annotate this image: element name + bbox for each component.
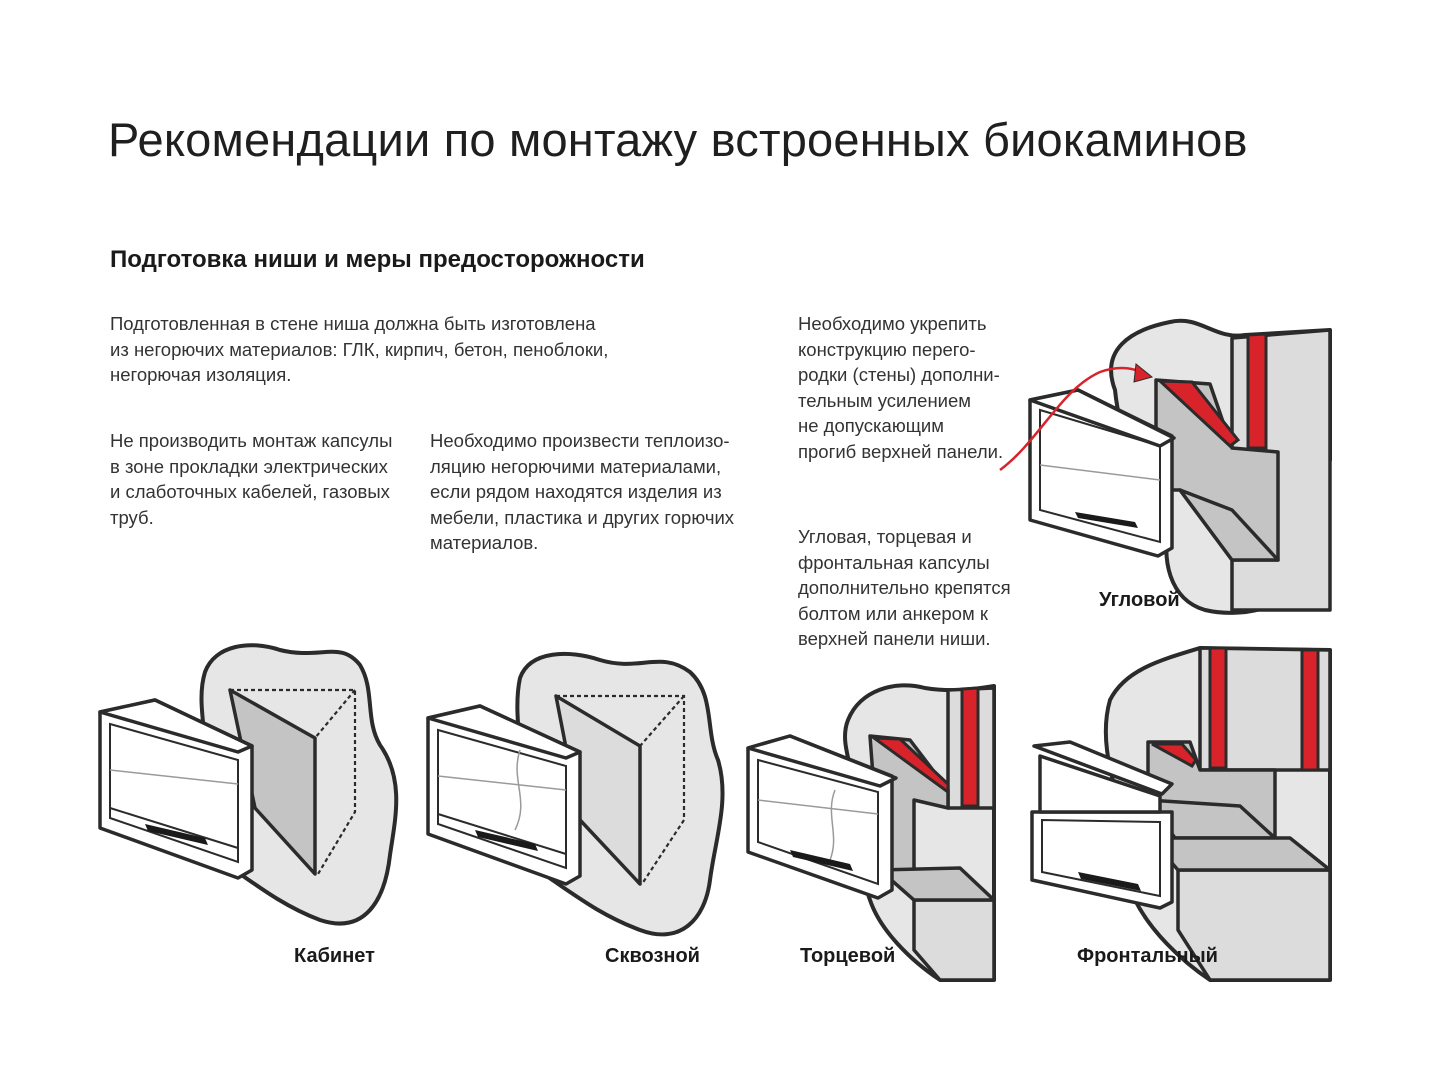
cabinet-illustration [98,643,399,926]
frontal-illustration [1030,646,1332,982]
cabinet-niche-dashed [230,688,357,875]
intro-line: Подготовленная в стене ниша должна быть … [110,313,596,334]
frontal-red-stripe-left [1208,646,1228,770]
cabinet-capsule-glass [109,722,239,864]
frontal-red-stripe-right [1300,648,1320,772]
end-red-top [869,736,950,795]
label-cabinet: Кабинет [294,945,375,967]
insulation-line: мебели, пластика и других горючих [430,506,735,528]
bolt-line: Угловая, торцевая и [798,526,972,547]
bolt-paragraph: Угловая, торцевая и фронтальная капсулы … [798,524,1011,652]
cables-line: в зоне прокладки электрических [110,455,388,477]
through-niche-dashed [556,694,686,885]
insulation-line: если рядом находятся изделия из [430,481,722,502]
end-pillar-top [878,866,996,902]
page-title: Рекомендации по монтажу встроенных биока… [108,113,1248,166]
reinforce-line: не допускающим [798,415,944,436]
label-end: Торцевой [800,945,896,967]
reinforce-paragraph: Необходимо укрепить конструкцию перего- … [798,311,1003,464]
frontal-capsule-glass [1041,818,1161,898]
label-frontal: Фронтальный [1077,945,1218,967]
corner-arrow-head [1133,363,1154,383]
bolt-line: верхней панели ниши. [798,628,991,649]
cables-warning-paragraph: Не производить монтаж капсулы в зоне про… [110,428,392,530]
frontal-capsule-top [1032,740,1174,796]
end-capsule-top [746,734,898,788]
intro-line: из негорючих материалов: ГЛК, кирпич, бе… [110,338,609,360]
through-capsule-top [426,704,582,760]
corner-red-top [1156,379,1241,448]
bolt-line: болтом или анкером к [798,602,988,624]
corner-red-stripe [1246,332,1268,450]
end-illustration [746,683,996,982]
end-capsule-glass [757,758,879,886]
through-illustration [426,651,725,937]
through-capsule-glass [437,728,567,870]
end-red-stripe [960,686,980,808]
corner-arrow-curve [999,366,1149,471]
intro-line: негорючая изоляция. [110,364,292,385]
corner-capsule-top [1028,388,1176,448]
cables-line: труб. [110,506,154,528]
reinforce-line: Необходимо укрепить [798,313,987,334]
insulation-paragraph: Необходимо произвести теплоизо- ляцию не… [430,428,734,556]
corner-capsule-glass [1039,408,1161,544]
label-through: Сквозной [605,945,700,967]
through-burner [475,830,538,851]
reinforce-line: конструкцию перего- [798,338,976,360]
intro-paragraph: Подготовленная в стене ниша должна быть … [110,311,608,388]
corner-niche-floor [1178,488,1280,562]
frontal-burner [1078,872,1141,891]
section-subtitle: Подготовка ниши и меры предосторожности [110,246,645,273]
cabinet-capsule-top [98,698,254,754]
insulation-line: ляцию негорючими материалами, [430,455,722,477]
frontal-red-top [1151,742,1198,768]
cabinet-burner [145,824,208,845]
frontal-wall-side [1198,646,1332,772]
label-corner: Угловой [1099,589,1180,611]
reinforce-line: родки (стены) дополни- [798,364,1000,385]
corner-burner [1075,512,1138,528]
cables-line: и слаботочных кабелей, газовых [110,481,390,502]
insulation-line: материалов. [430,532,539,553]
insulation-line: Необходимо произвести теплоизо- [430,430,730,451]
end-burner [790,850,853,871]
reinforce-line: тельным усилением [798,389,972,411]
cables-line: Не производить монтаж капсулы [110,430,393,451]
reinforce-line: прогиб верхней панели. [798,440,1004,462]
corner-illustration [999,318,1332,615]
bolt-line: дополнительно крепятся [798,577,1011,598]
bolt-line: фронтальная капсулы [798,551,990,573]
